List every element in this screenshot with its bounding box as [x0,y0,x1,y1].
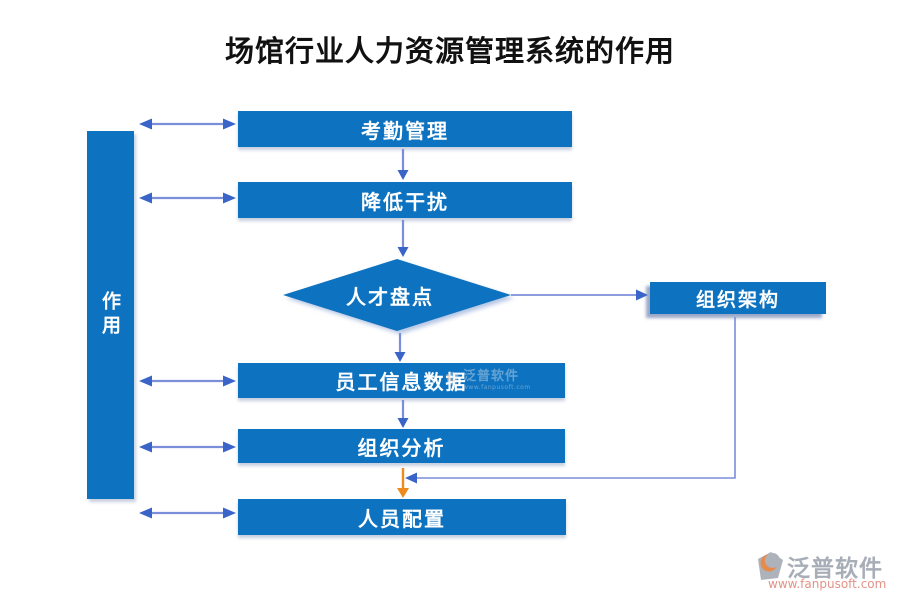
watermark-brand: 泛普软件 [463,369,520,384]
flow-box-org-analysis: 组织分析 [238,429,565,463]
page-title: 场馆行业人力资源管理系统的作用 [224,34,675,68]
flow-diamond-talent-inventory-wrap: 人才盘点 [283,259,511,331]
flow-box-staffing: 人员配置 [238,499,566,535]
arrow-employee-data-to-analysis [397,400,409,428]
flow-box-reduce-interference: 降低干扰 [238,182,572,218]
flow-box-org-structure: 组织架构 [650,282,826,314]
brand-url: www.fanpusoft.com [768,577,887,591]
watermark-sub: www.fanpusoft.com [463,384,531,391]
double-arrow-reduce-interference [139,192,236,204]
arrow-talent-to-org-structure [511,289,648,301]
watermark-logo-icon [446,371,459,385]
flow-diamond-talent-inventory: 人才盘点 [283,259,511,331]
role-bar-label: 作用 [99,291,121,339]
role-bar: 作用 [87,131,134,499]
brand-logo-icon [758,552,783,580]
arrow-interference-to-talent [397,220,409,257]
brand-watermark: 泛普软件 www.fanpusoft.com [444,370,531,391]
arrow-attendance-to-interference [397,149,409,180]
double-arrow-org-analysis [139,441,236,453]
double-arrow-staffing [139,507,236,519]
arrow-talent-to-employee-data [394,333,406,362]
brand-logo: 泛普软件 www.fanpusoft.com [755,548,895,592]
brand-name: 泛普软件 [787,556,883,582]
flow-box-attendance: 考勤管理 [238,111,572,147]
double-arrow-employee-data [139,375,236,387]
double-arrow-attendance [139,118,236,130]
arrow-analysis-to-staffing-orange [397,468,409,498]
